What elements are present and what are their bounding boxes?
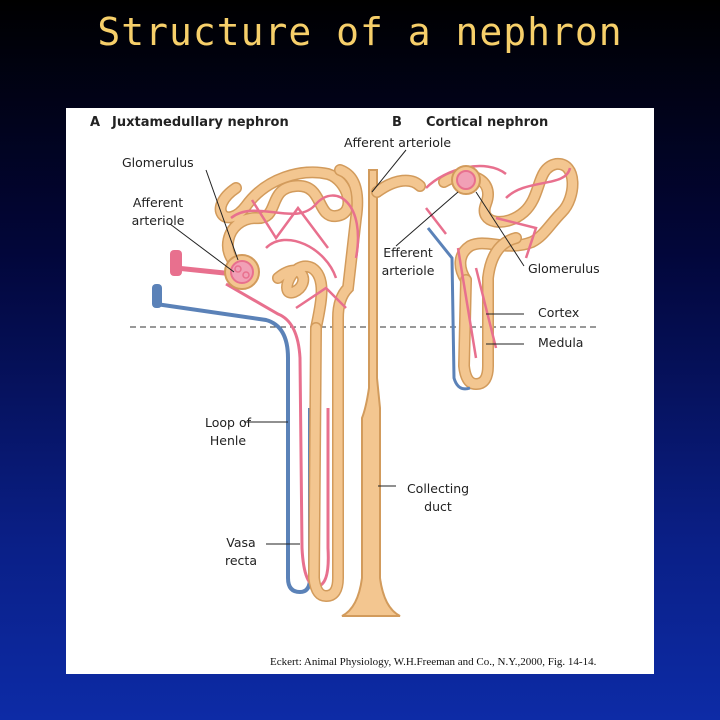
- panel-a-letter: A: [90, 115, 101, 130]
- label-efferent-arteriole-b: Efferent arteriole: [376, 244, 440, 280]
- label-medulla: Medula: [538, 335, 584, 350]
- label-collecting-line1: Collecting: [406, 481, 470, 496]
- label-cortex: Cortex: [538, 305, 580, 320]
- nephron-diagram: [130, 149, 600, 617]
- vasa-b-vein: [426, 227, 471, 391]
- slide-title: Structure of a nephron: [97, 10, 623, 54]
- renal-artery-stub: [170, 250, 182, 276]
- vasa-recta-vein: [155, 302, 312, 595]
- label-loop-line1: Loop of: [205, 415, 251, 430]
- label-vasa-line2: recta: [225, 553, 257, 568]
- vasa-recta-artery: [225, 282, 330, 588]
- leader-lines: [169, 149, 525, 545]
- label-vasa-line1: Vasa: [226, 535, 256, 550]
- label-afferent-arteriole-b: Afferent arteriole: [344, 135, 452, 150]
- label-vasa-recta: Vasa recta: [216, 534, 266, 570]
- panel-b-letter: B: [392, 115, 402, 130]
- label-collecting-line2: duct: [424, 499, 452, 514]
- label-glomerulus-a: Glomerulus: [122, 155, 194, 170]
- panel-b-title: Cortical nephron: [426, 115, 549, 130]
- label-afferent-a-line2: arteriole: [131, 213, 185, 228]
- label-afferent-arteriole-a: Afferent arteriole: [122, 194, 194, 230]
- label-efferent-b-line2: arteriole: [381, 263, 435, 278]
- nephron-figure: A Juxtamedullary nephron B Cortical neph…: [66, 108, 654, 674]
- figure-citation: Eckert: Animal Physiology, W.H.Freeman a…: [270, 656, 597, 668]
- label-loop-line2: Henle: [209, 433, 247, 448]
- label-glomerulus-b: Glomerulus: [528, 261, 600, 276]
- label-efferent-b-line1: Efferent: [383, 245, 433, 260]
- panel-a-title: Juxtamedullary nephron: [112, 115, 289, 130]
- peritubular-capillaries-a: [230, 194, 360, 310]
- label-loop-of-henle: Loop of Henle: [196, 414, 260, 450]
- label-afferent-a-line1: Afferent: [132, 195, 184, 210]
- label-collecting-duct: Collecting duct: [400, 480, 476, 516]
- renal-vein-stub: [152, 284, 162, 308]
- collecting-duct: [341, 169, 401, 617]
